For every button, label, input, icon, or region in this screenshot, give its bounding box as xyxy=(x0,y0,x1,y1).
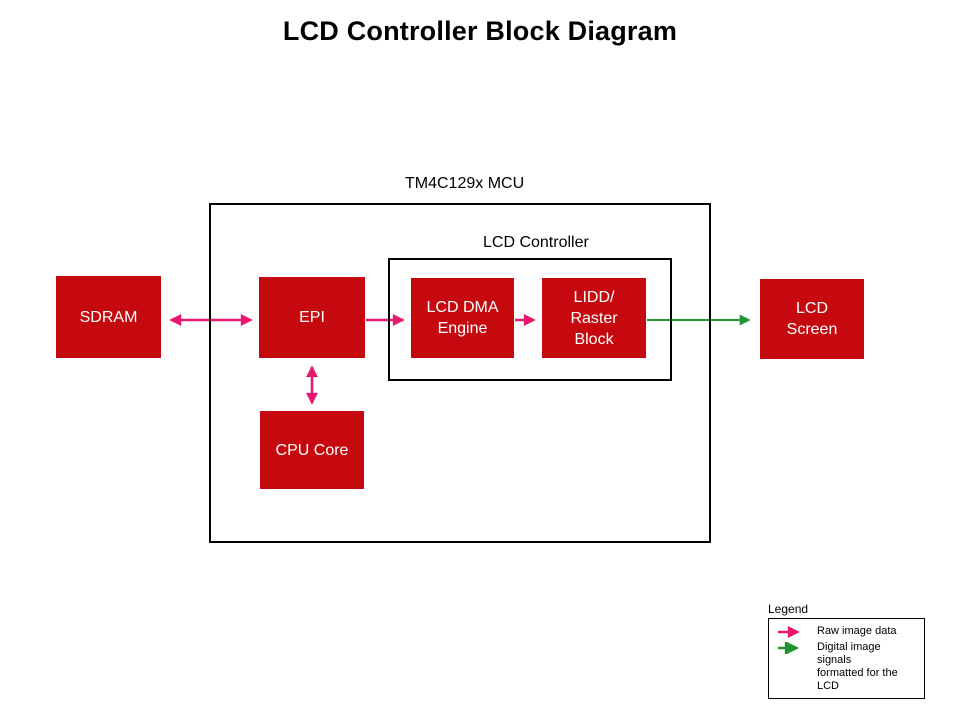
mcu-boundary-box xyxy=(209,203,711,543)
lcd-controller-box-label: LCD Controller xyxy=(483,234,589,251)
legend-item-label: Digital image signals formatted for the … xyxy=(817,641,898,692)
legend-box: Raw image data Digital image signals for… xyxy=(768,618,925,699)
pink-arrow-icon xyxy=(778,626,800,638)
legend-item-label: Raw image data xyxy=(817,625,897,637)
legend: Legend Raw image data Digital image sign… xyxy=(768,602,925,699)
block-lcd-dma-engine: LCD DMA Engine xyxy=(411,278,514,358)
block-epi: EPI xyxy=(259,277,365,358)
block-sdram: SDRAM xyxy=(56,276,161,358)
lcd-controller-boundary-box xyxy=(388,258,672,381)
page-title: LCD Controller Block Diagram xyxy=(282,16,678,46)
green-arrow-icon xyxy=(778,642,800,654)
legend-item-digital-image-signals: Digital image signals formatted for the … xyxy=(777,641,916,693)
legend-item-raw-image-data: Raw image data xyxy=(777,625,916,638)
block-lcd-screen: LCD Screen xyxy=(760,279,864,359)
block-lidd-raster: LIDD/ Raster Block xyxy=(542,278,646,358)
legend-title: Legend xyxy=(768,602,809,616)
block-cpu-core: CPU Core xyxy=(260,411,364,489)
mcu-box-label: TM4C129x MCU xyxy=(405,175,525,192)
